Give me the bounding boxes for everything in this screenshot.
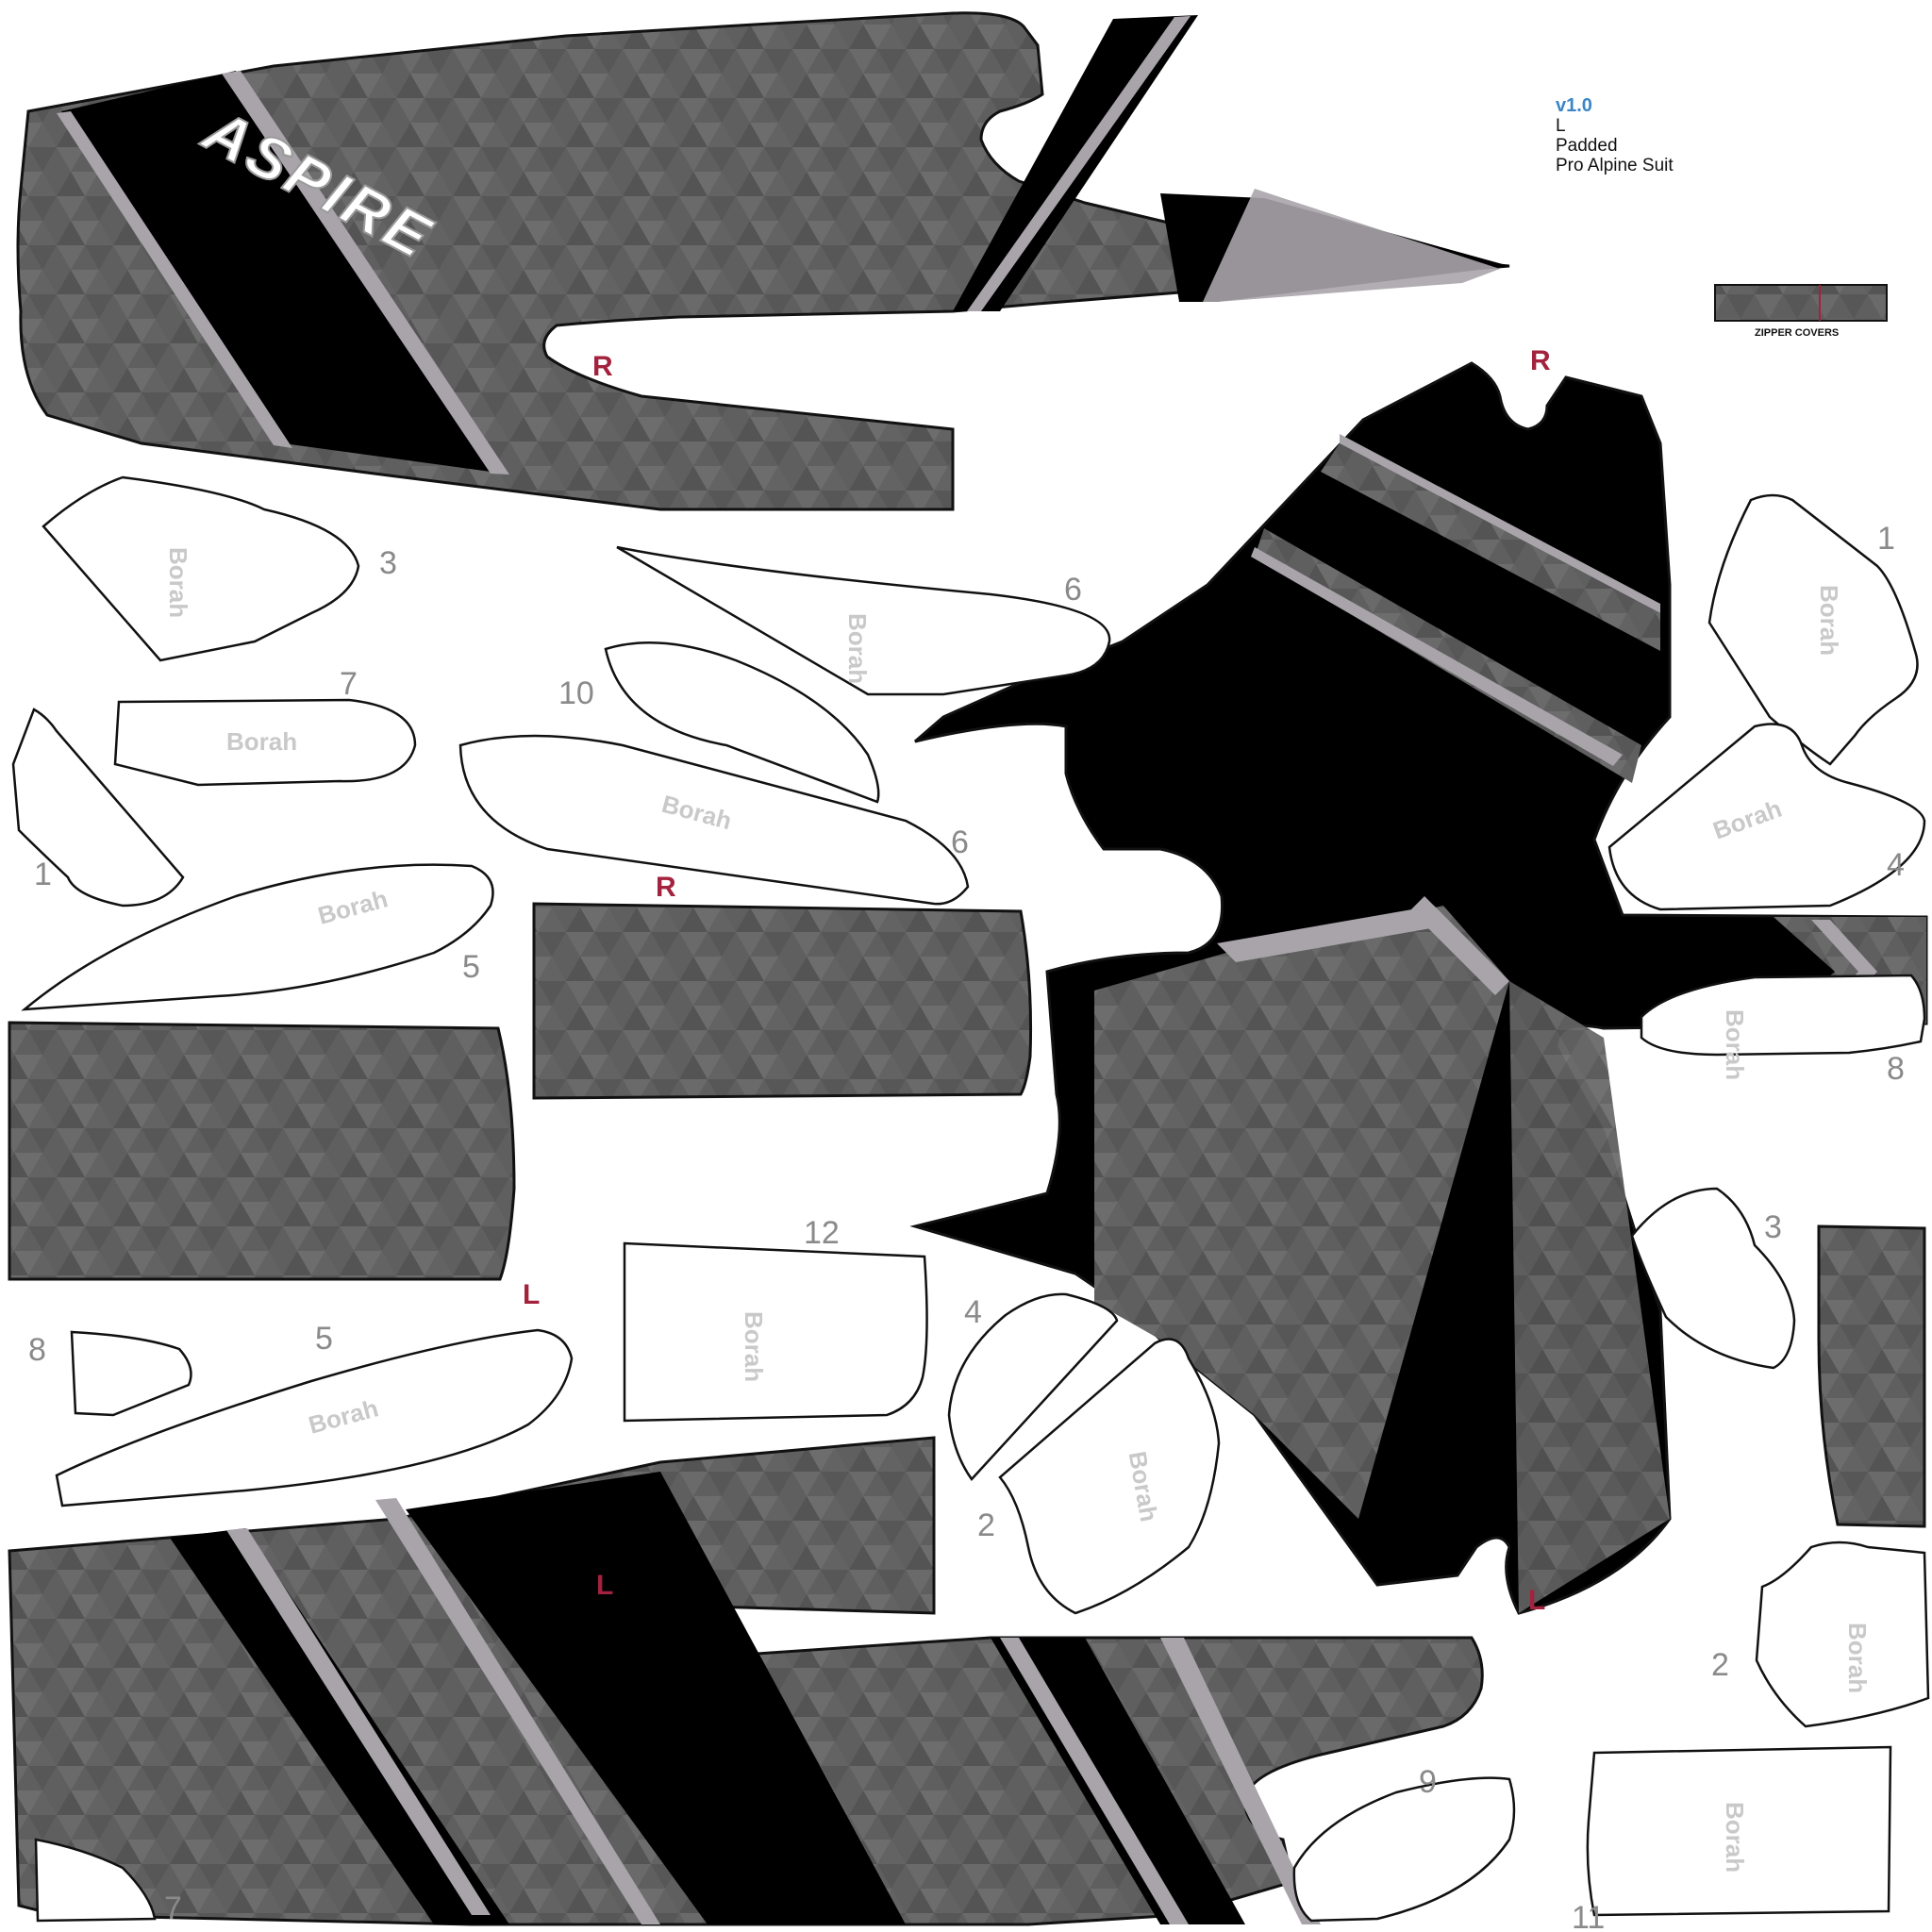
zipper-label: ZIPPER COVERS: [1755, 327, 1839, 339]
piece-num-7b: 7: [164, 1890, 182, 1926]
spec-size: L: [1556, 116, 1566, 136]
liner-piece-3b: 3: [1630, 1187, 1796, 1370]
watermark-8a: Borah: [1721, 1009, 1749, 1080]
piece-num-5a: 5: [462, 949, 480, 985]
side-label-r-3: R: [656, 872, 676, 903]
torso-back: R L: [909, 345, 1928, 1616]
liner-piece-5a: Borah 5: [21, 863, 494, 1011]
liner-piece-8a: Borah 8: [1640, 974, 1926, 1087]
piece-num-7a: 7: [340, 666, 358, 702]
sleeve-right-top: ASPIRE R: [16, 11, 1510, 511]
piece-num-1b: 1: [1877, 521, 1895, 557]
spec-product: Pro Alpine Suit: [1556, 156, 1674, 175]
side-label-r-2: R: [1530, 345, 1551, 376]
piece-num-1a: 1: [34, 857, 52, 892]
liner-piece-4a: Borah 4: [1607, 723, 1926, 911]
side-label-r-1: R: [592, 351, 613, 382]
watermark-7a: Borah: [226, 727, 297, 756]
sleeve-left-bottom: L: [8, 1436, 1484, 1926]
piece-num-8a: 8: [1887, 1051, 1905, 1087]
liner-piece-2b: Borah 2: [1711, 1541, 1930, 1728]
spec-padding: Padded: [1556, 136, 1618, 156]
liner-piece-4b: 4: [947, 1292, 1119, 1481]
liner-piece-12: Borah 12: [623, 1215, 928, 1423]
spec-version: v1.0: [1556, 95, 1592, 116]
liner-piece-9: 9: [1292, 1764, 1516, 1923]
panel-strip-right: [1817, 1224, 1926, 1528]
watermark-3a: Borah: [164, 547, 192, 618]
piece-num-9: 9: [1419, 1764, 1437, 1800]
side-label-l-2: L: [523, 1279, 540, 1310]
liner-piece-2a: Borah 2: [977, 1338, 1221, 1615]
panel-l-left: L: [8, 1021, 540, 1310]
watermark-11: Borah: [1721, 1802, 1749, 1873]
liner-piece-1a: 1: [11, 708, 185, 908]
piece-num-11: 11: [1572, 1900, 1605, 1932]
piece-num-4b: 4: [964, 1294, 982, 1330]
piece-num-2a: 2: [977, 1507, 995, 1543]
watermark-12: Borah: [740, 1311, 768, 1382]
piece-num-3a: 3: [379, 545, 397, 581]
piece-num-6b: 6: [951, 824, 969, 860]
zipper-covers: ZIPPER COVERS: [1714, 284, 1888, 339]
piece-num-2b: 2: [1711, 1647, 1729, 1683]
piece-num-8b: 8: [28, 1332, 46, 1368]
liner-piece-6a: Borah 6: [616, 545, 1111, 696]
liner-piece-1b: Borah 1: [1707, 493, 1919, 766]
liner-piece-3a: Borah 3: [42, 475, 397, 662]
panel-r-middle: R: [532, 872, 1033, 1100]
liner-piece-7a: Borah 7: [113, 666, 417, 787]
piece-num-3b: 3: [1764, 1209, 1782, 1245]
liner-piece-5b: Borah 5: [55, 1321, 574, 1507]
watermark-1b: Borah: [1815, 585, 1843, 656]
piece-num-6a: 6: [1064, 572, 1082, 608]
liner-piece-11: Borah 11: [1572, 1745, 1892, 1932]
liner-piece-8b: 8: [28, 1330, 192, 1417]
side-label-l-1: L: [1528, 1585, 1545, 1616]
piece-num-4a: 4: [1887, 847, 1905, 883]
piece-num-5b: 5: [315, 1321, 333, 1357]
watermark-6a: Borah: [843, 613, 872, 684]
liner-piece-10: 10: [558, 641, 880, 804]
piece-num-10: 10: [558, 675, 594, 711]
side-label-l-3: L: [596, 1570, 613, 1601]
piece-num-12: 12: [804, 1215, 840, 1251]
liner-piece-7b: 7: [34, 1838, 182, 1926]
spec-block: v1.0 L Padded Pro Alpine Suit: [1556, 95, 1674, 176]
liner-piece-6b: Borah 6: [458, 734, 970, 906]
watermark-2b: Borah: [1843, 1623, 1872, 1693]
